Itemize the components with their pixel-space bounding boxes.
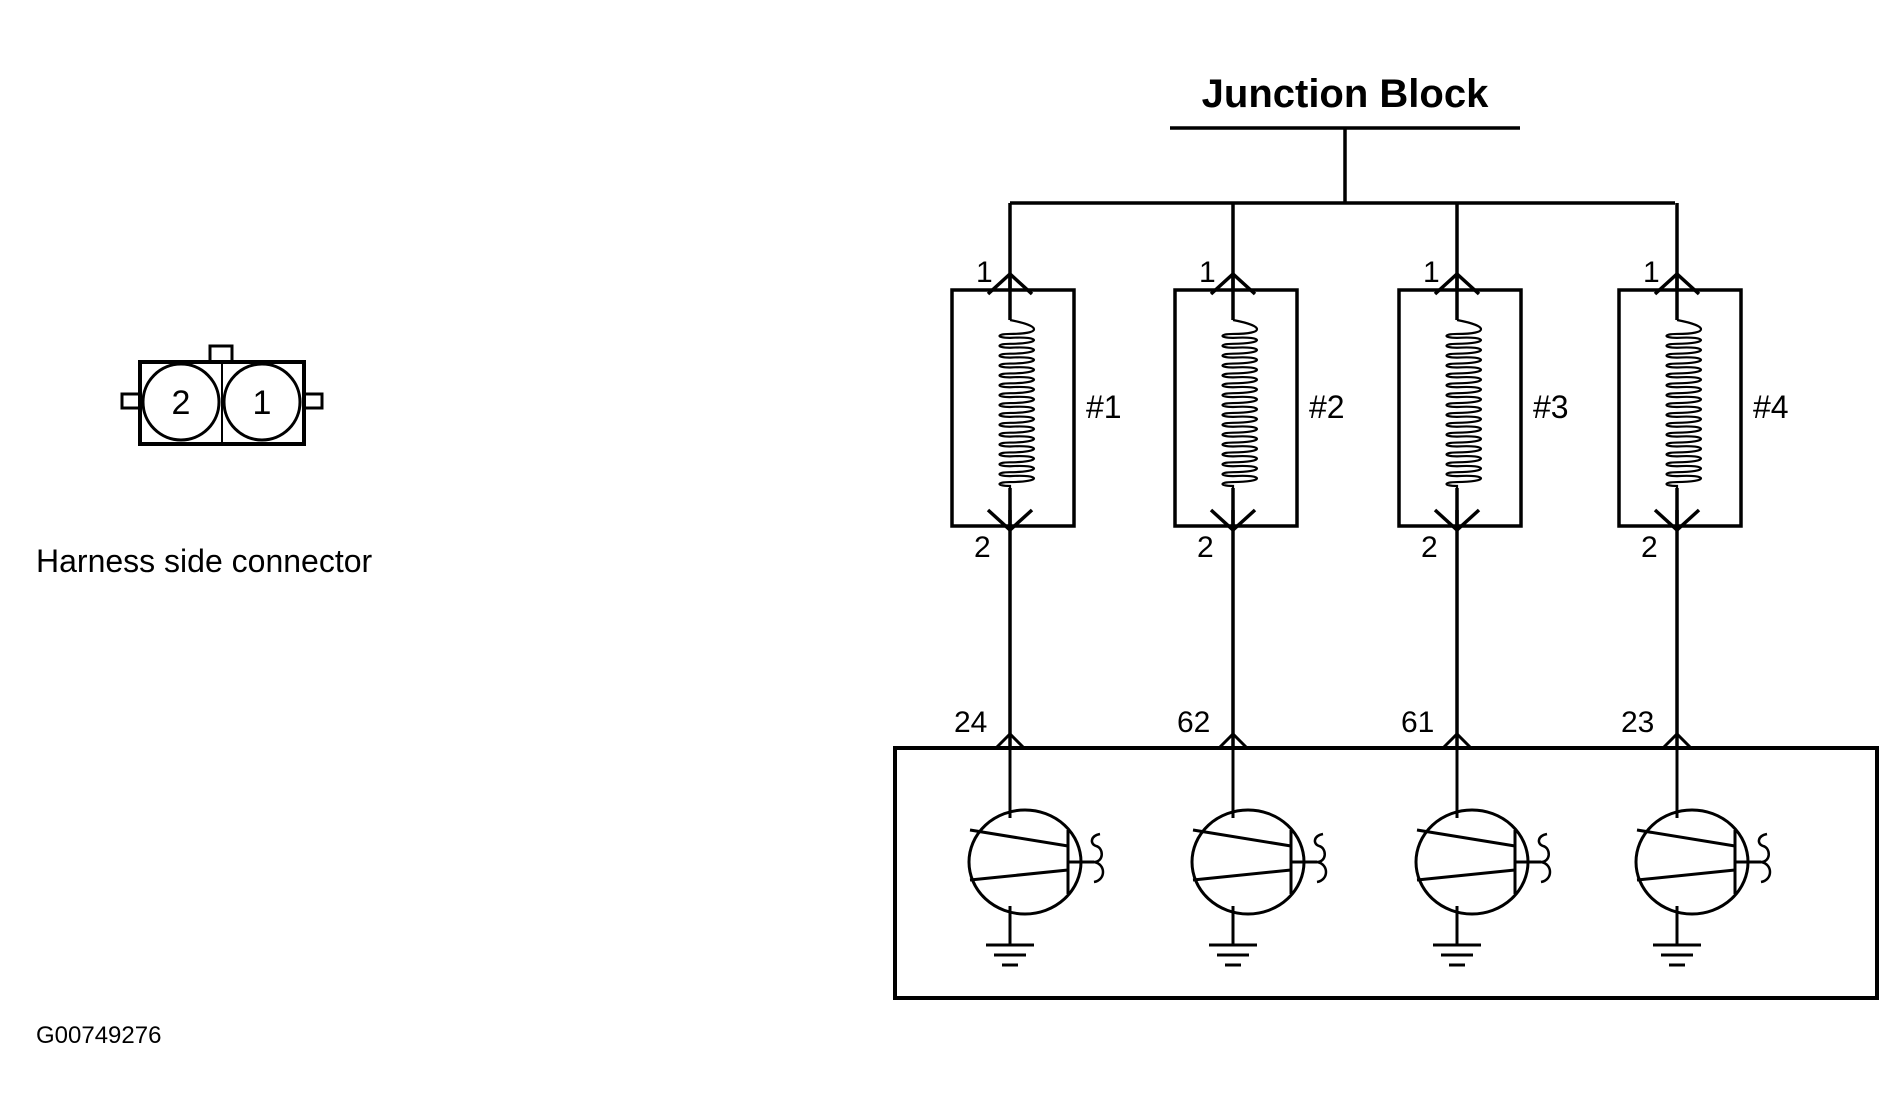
coil-1-ecm-terminal (994, 731, 1026, 750)
connector-left-tab (120, 392, 142, 410)
connector-pin-1-label: 1 (253, 384, 272, 422)
coil-4-name-label: #4 (1753, 389, 1789, 425)
coil-3-transistor-emitter (1416, 868, 1516, 882)
coil-1-base-signal-squiggle (1090, 832, 1105, 884)
junction-block-title: Junction Block (1202, 72, 1489, 116)
coil-2-housing (1173, 288, 1299, 528)
connector-right-tab (302, 392, 324, 410)
connector-caption: Harness side connector (36, 543, 373, 579)
coil-2-ecm-terminal (1217, 731, 1249, 750)
coil-3-base-signal-squiggle (1537, 832, 1552, 884)
coil-2-bottom-pin-label: 2 (1197, 531, 1214, 564)
figure-id: G00749276 (36, 1022, 161, 1049)
coil-4-housing (1617, 288, 1743, 528)
coil-4-winding (1665, 318, 1702, 488)
ecm-box (893, 746, 1879, 1000)
coil-2-driver-transistor (1190, 808, 1306, 916)
coil-circuit-1: 1 2 #1 24 (950, 203, 1122, 967)
coil-2-ecm-pin-label: 62 (1177, 706, 1210, 739)
coil-2-name-label: #2 (1309, 389, 1345, 425)
coil-3-ecm-pin-label: 61 (1401, 706, 1434, 739)
coil-4-transistor-emitter (1636, 868, 1736, 882)
coil-1-transistor-collector (969, 828, 1069, 848)
coil-2-top-pin-label: 1 (1199, 256, 1216, 289)
coil-circuit-3: 1 2 #3 61 (1397, 203, 1569, 967)
coil-3-top-pin-label: 1 (1423, 256, 1440, 289)
coil-4-top-pin-label: 1 (1643, 256, 1660, 289)
connector-pin-1 (222, 362, 302, 442)
coil-3-driver-transistor (1414, 808, 1530, 916)
coil-4-ecm-pin-label: 23 (1621, 706, 1654, 739)
coil-3-winding (1445, 318, 1482, 488)
coil-4-transistor-collector (1636, 828, 1736, 848)
coil-3-transistor-collector (1416, 828, 1516, 848)
coil-1-winding (998, 318, 1035, 488)
coil-circuit-4: 1 2 #4 23 (1617, 203, 1789, 967)
coil-2-base-signal-squiggle (1313, 832, 1328, 884)
coil-1-top-pin-label: 1 (976, 256, 993, 289)
coil-2-transistor-emitter (1192, 868, 1292, 882)
coil-1-ecm-pin-label: 24 (954, 706, 987, 739)
connector-latch (208, 344, 234, 364)
connector-pin-2-label: 2 (172, 384, 191, 422)
coil-1-name-label: #1 (1086, 389, 1122, 425)
coil-1-transistor-emitter (969, 868, 1069, 882)
coil-4-bottom-pin-label: 2 (1641, 531, 1658, 564)
coil-4-driver-transistor (1634, 808, 1750, 916)
connector-pin-2 (141, 362, 221, 442)
coil-3-housing (1397, 288, 1523, 528)
coil-4-ecm-terminal (1661, 731, 1693, 750)
coil-3-bottom-pin-label: 2 (1421, 531, 1438, 564)
coil-3-name-label: #3 (1533, 389, 1569, 425)
coil-1-bottom-pin-label: 2 (974, 531, 991, 564)
coil-1-driver-transistor (967, 808, 1083, 916)
coil-circuit-2: 1 2 #2 62 (1173, 203, 1345, 967)
harness-connector: 2 1 (120, 344, 324, 446)
coil-4-base-signal-squiggle (1757, 832, 1772, 884)
coil-3-ecm-terminal (1441, 731, 1473, 750)
coil-2-transistor-collector (1192, 828, 1292, 848)
coil-1-housing (950, 288, 1076, 528)
coil-2-winding (1221, 318, 1258, 488)
